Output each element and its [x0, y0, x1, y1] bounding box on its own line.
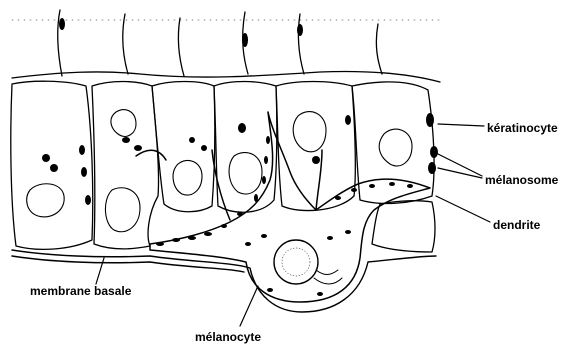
upper-cell-layer — [12, 10, 440, 82]
melanosomes — [42, 113, 438, 296]
basement-membrane — [12, 250, 436, 312]
keratinocyte-cell — [372, 201, 435, 252]
melanocyte-nucleus — [274, 240, 342, 284]
keratinocyte-label: kératinocyte — [487, 121, 558, 135]
keratinocyte-cell — [92, 82, 159, 249]
melanosome-label: mélanosome — [485, 173, 558, 187]
dendrite-label: dendrite — [493, 218, 540, 232]
membrane-basale-label: membrane basale — [30, 284, 131, 298]
keratinocyte-cell — [214, 82, 277, 213]
dendrite-tip-top — [59, 18, 303, 47]
melanocyte-label: mélanocyte — [195, 330, 261, 344]
